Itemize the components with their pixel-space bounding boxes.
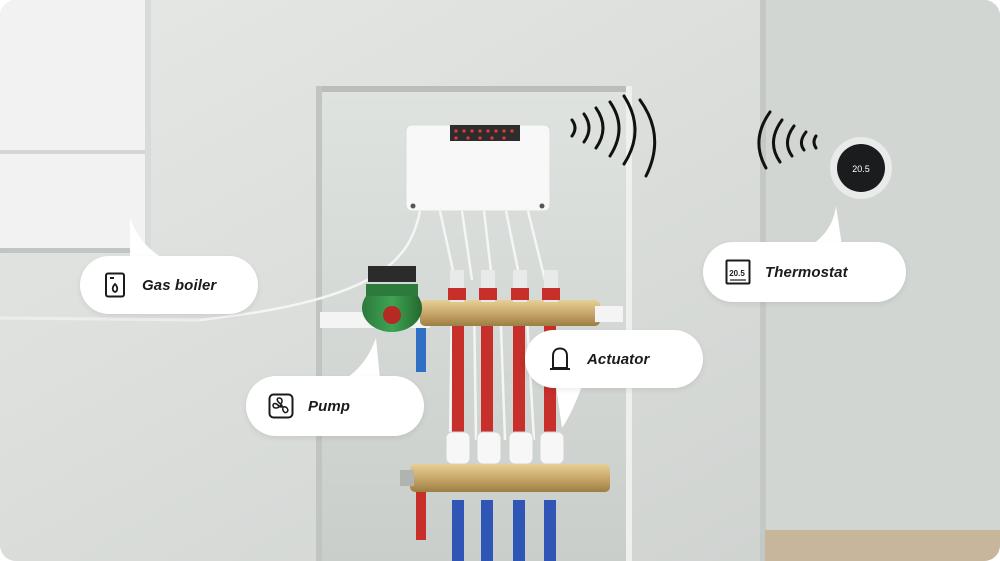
actuator-icon bbox=[547, 346, 573, 372]
gas-boiler-label-text: Gas boiler bbox=[142, 276, 217, 294]
thermostat-label: 20.5 Thermostat bbox=[703, 242, 906, 302]
actuator-label: Actuator bbox=[525, 330, 703, 388]
thermostat-icon-display: 20.5 bbox=[729, 269, 745, 278]
thermostat-callout-tail bbox=[810, 206, 842, 246]
svg-text:20.5: 20.5 bbox=[852, 164, 870, 174]
gas-boiler-label: Gas boiler bbox=[80, 256, 258, 314]
gas-boiler-icon bbox=[102, 272, 128, 298]
pump-icon bbox=[268, 393, 294, 419]
pump-callout-tail bbox=[344, 338, 380, 380]
thermostat-label-text: Thermostat bbox=[765, 263, 848, 281]
thermostat-icon: 20.5 bbox=[725, 259, 751, 285]
pump-label-text: Pump bbox=[308, 397, 351, 415]
actuator-callout-tail bbox=[556, 386, 582, 428]
gas-boiler-callout-tail bbox=[130, 216, 162, 258]
pump-label: Pump bbox=[246, 376, 424, 436]
actuator-label-text: Actuator bbox=[587, 350, 650, 368]
